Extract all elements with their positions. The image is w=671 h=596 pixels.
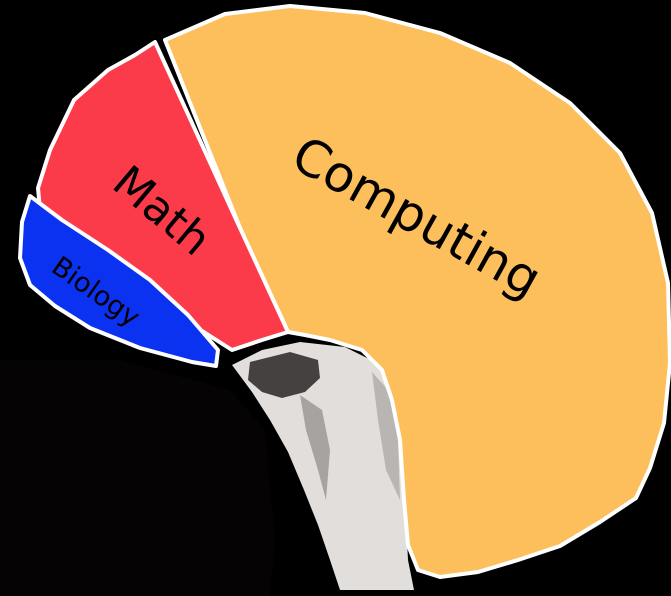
brainstem-shading-3 bbox=[372, 372, 400, 500]
brainstem bbox=[232, 342, 414, 590]
brainstem-shading-2 bbox=[300, 395, 330, 500]
brainstem-shading bbox=[248, 352, 320, 398]
lower-shadow bbox=[0, 360, 275, 596]
computing-region bbox=[163, 4, 671, 579]
biology-region bbox=[18, 194, 220, 368]
